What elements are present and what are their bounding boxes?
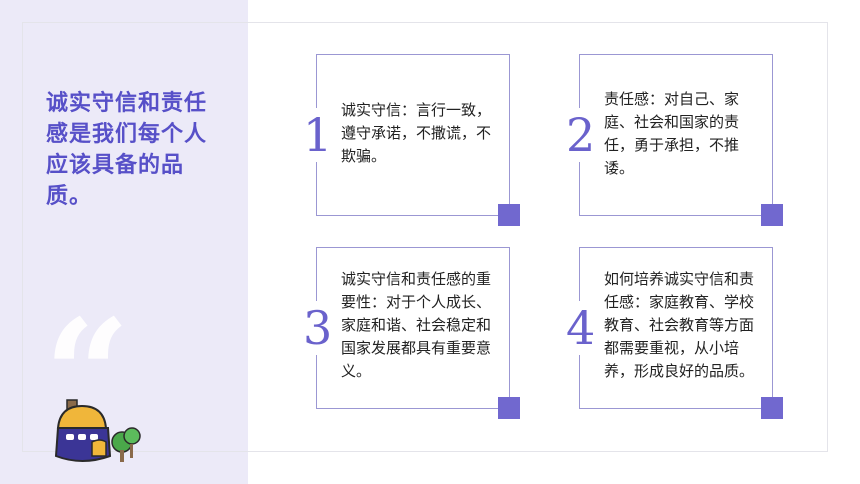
corner-square [761, 397, 783, 419]
card-text: 诚实守信和责任感的重要性：对于个人成长、家庭和谐、社会稳定和国家发展都具有重要意… [341, 270, 492, 380]
card-text: 如何培养诚实守信和责任感：家庭教育、学校教育、社会教育等方面都需要重视，从小培养… [604, 270, 755, 380]
card-number: 3 [303, 301, 333, 355]
card-text: 诚实守信：言行一致，遵守承诺，不撒谎，不欺骗。 [341, 101, 492, 165]
house-illustration-icon [54, 399, 141, 462]
card-text: 责任感：对自己、家庭、社会和国家的责任，勇于承担，不推诿。 [604, 90, 740, 177]
card-1: 1 诚实守信：言行一致，遵守承诺，不撒谎，不欺骗。 [303, 54, 520, 226]
left-panel [0, 0, 248, 484]
card-number: 4 [566, 301, 596, 355]
card-4: 4 如何培养诚实守信和责任感：家庭教育、学校教育、社会教育等方面都需要重视，从小… [566, 247, 783, 419]
card-3: 3 诚实守信和责任感的重要性：对于个人成长、家庭和谐、社会稳定和国家发展都具有重… [303, 247, 520, 419]
content-frame [22, 22, 828, 452]
corner-square [498, 204, 520, 226]
corner-square [498, 397, 520, 419]
card-number: 1 [303, 108, 333, 162]
headline: 诚实守信和责任感是我们每个人应该具备的品质。 [46, 91, 208, 209]
card-number: 2 [566, 108, 596, 162]
card-2: 2 责任感：对自己、家庭、社会和国家的责任，勇于承担，不推诿。 [566, 54, 783, 226]
corner-square [761, 204, 783, 226]
